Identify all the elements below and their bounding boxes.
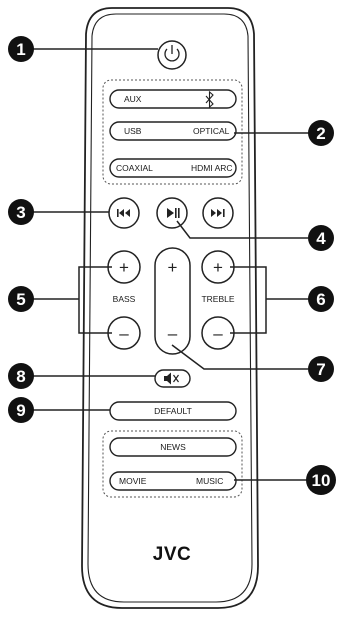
coaxial-hdmi-button[interactable]: COAXIAL HDMI ARC — [109, 158, 237, 178]
aux-label: AUX — [124, 94, 142, 104]
movie-music-button[interactable]: MOVIE MUSIC — [109, 471, 237, 491]
bass-plus-button[interactable]: + — [107, 250, 141, 284]
callout-3: 3 — [8, 199, 34, 225]
mute-icon — [164, 372, 179, 385]
sound-mode-group-frame — [102, 430, 243, 498]
callout-leader-lines — [32, 48, 310, 481]
usb-label: USB — [124, 126, 142, 136]
music-label: MUSIC — [196, 476, 223, 486]
callout-1: 1 — [8, 36, 34, 62]
movie-label: MOVIE — [119, 476, 147, 486]
svg-text:4: 4 — [316, 229, 326, 248]
hdmi-arc-label: HDMI ARC — [191, 163, 233, 173]
svg-text:8: 8 — [16, 367, 25, 386]
treble-plus-button[interactable]: + — [201, 250, 235, 284]
svg-text:7: 7 — [316, 360, 325, 379]
play-pause-icon — [167, 208, 180, 218]
svg-text:10: 10 — [312, 471, 331, 490]
svg-text:9: 9 — [16, 401, 25, 420]
callout-7: 7 — [308, 356, 334, 382]
news-label: NEWS — [160, 442, 186, 452]
callout-8: 8 — [8, 363, 34, 389]
svg-text:6: 6 — [316, 290, 325, 309]
treble-plus-symbol: + — [213, 258, 223, 277]
skip-forward-icon — [211, 209, 225, 217]
treble-minus-symbol: – — [213, 324, 223, 343]
usb-optical-button[interactable]: USB OPTICAL — [109, 121, 237, 141]
power-icon — [164, 45, 180, 62]
brand-logo: JVC — [153, 544, 191, 565]
volume-rocker[interactable]: + – — [154, 247, 191, 355]
optical-label: OPTICAL — [193, 126, 230, 136]
bass-label: BASS — [113, 294, 136, 304]
default-label: DEFAULT — [154, 406, 192, 416]
default-button[interactable]: DEFAULT — [109, 401, 237, 421]
volume-minus-symbol: – — [168, 324, 178, 343]
svg-text:3: 3 — [16, 203, 25, 222]
bass-plus-symbol: + — [119, 258, 129, 277]
next-button[interactable] — [202, 197, 234, 229]
source-group-frame — [102, 79, 243, 185]
play-pause-button[interactable] — [156, 197, 188, 229]
callout-5: 5 — [8, 286, 34, 312]
svg-text:1: 1 — [16, 40, 25, 59]
svg-text:5: 5 — [16, 290, 25, 309]
bluetooth-icon — [205, 90, 214, 109]
aux-bluetooth-button[interactable]: AUX — [109, 89, 237, 109]
previous-button[interactable] — [108, 197, 140, 229]
coaxial-label: COAXIAL — [116, 163, 153, 173]
mute-button[interactable] — [154, 369, 191, 388]
volume-plus-symbol: + — [168, 258, 178, 277]
callout-6: 6 — [308, 286, 334, 312]
callout-10: 10 — [306, 465, 336, 495]
treble-label: TREBLE — [201, 294, 234, 304]
news-button[interactable]: NEWS — [109, 437, 237, 457]
callout-4: 4 — [308, 225, 334, 251]
skip-back-icon — [117, 209, 130, 217]
power-button[interactable] — [157, 40, 187, 70]
callout-2: 2 — [308, 120, 334, 146]
bass-minus-symbol: – — [119, 324, 129, 343]
treble-minus-button[interactable]: – — [201, 316, 235, 350]
svg-text:2: 2 — [316, 124, 325, 143]
bass-minus-button[interactable]: – — [107, 316, 141, 350]
callout-9: 9 — [8, 397, 34, 423]
